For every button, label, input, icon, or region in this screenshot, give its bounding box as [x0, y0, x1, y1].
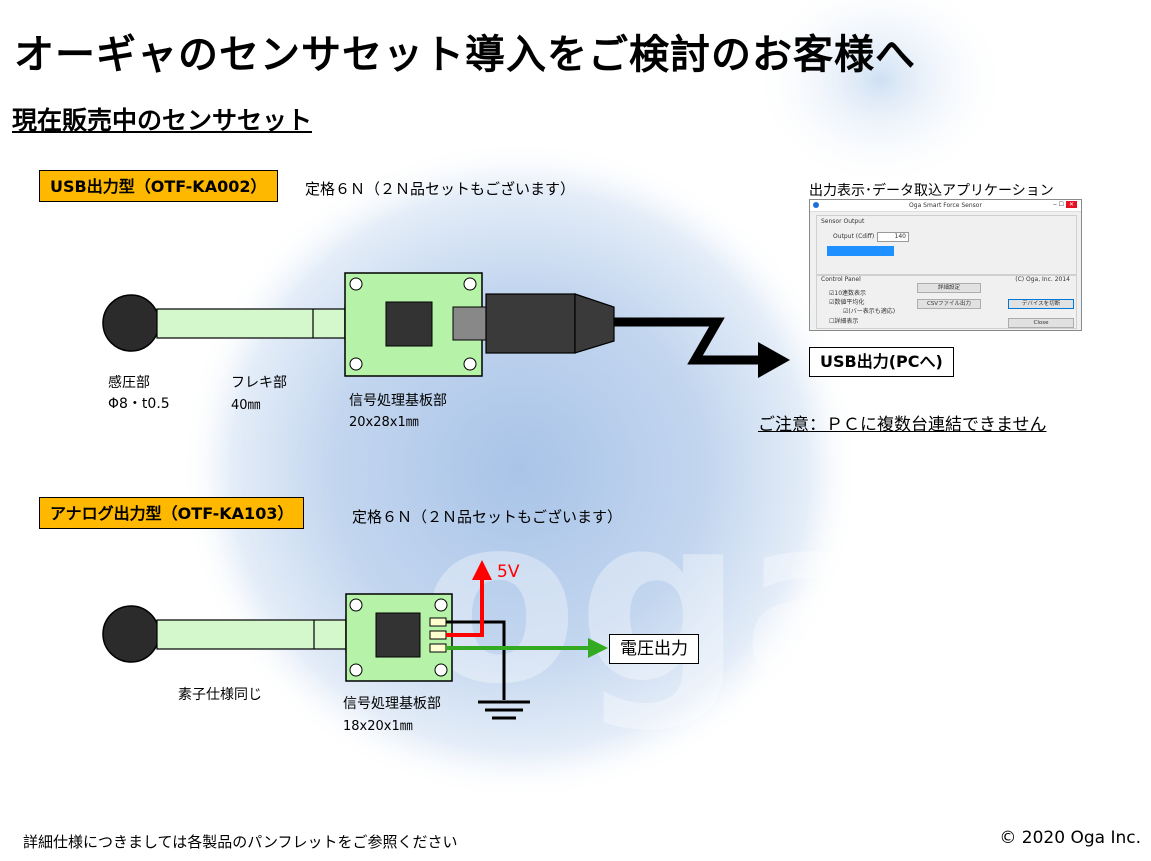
copyright: © 2020 Oga Inc.	[999, 828, 1141, 848]
analog-spec: 定格６Ｎ（２Ｎ品セットもございます）	[352, 508, 623, 526]
control-panel-label: Control Panel	[821, 276, 861, 283]
analog-board-dim: 18x20x1㎜	[343, 719, 413, 734]
page-subtitle: 現在販売中のセンサセット	[12, 106, 313, 135]
analog-pin-1	[429, 617, 447, 627]
disconnect-button[interactable]: デバイスを切断	[1008, 299, 1074, 309]
maximize-icon[interactable]: ☐	[1058, 201, 1066, 208]
usb-cable-arrow	[614, 317, 760, 365]
analog-sensor-label: 素子仕様同じ	[178, 687, 262, 703]
sensor-output-group: Sensor Output Output (Cdiff) 140	[816, 215, 1077, 275]
checkbox-bar[interactable]: ☑(バー表示も適応)	[843, 308, 896, 315]
usb-sensor-dim: Φ8・t0.5	[108, 396, 170, 412]
analog-board-chip	[375, 612, 421, 658]
sensor-output-label: Sensor Output	[821, 218, 865, 225]
page-title: オーギャのセンサセット導入をご検討のお客様へ	[14, 32, 916, 78]
analog-pin-3	[429, 643, 447, 653]
app-titlebar: Oga Smart Force Sensor ‒ ☐ ✕	[810, 200, 1081, 212]
footer-note: 詳細仕様につきましては各製品のパンフレットをご参照ください	[23, 833, 458, 851]
usb-plug-metal	[452, 306, 487, 341]
close-button[interactable]: Close	[1008, 318, 1074, 328]
checkbox-average[interactable]: ☑数値平均化	[829, 299, 865, 306]
usb-flex-dim: 40㎜	[231, 398, 261, 413]
csv-output-button[interactable]: CSVファイル出力	[917, 299, 981, 309]
usb-sensor-label: 感圧部	[108, 375, 150, 391]
checkbox-detail[interactable]: ☐詳細表示	[829, 318, 859, 325]
output-level-bar	[827, 246, 894, 256]
app-title: Oga Smart Force Sensor	[909, 202, 982, 209]
usb-flex-label: フレキ部	[231, 375, 287, 391]
usb-board-chip	[385, 301, 433, 347]
output-value: 140	[877, 232, 909, 242]
usb-plug-body	[485, 293, 576, 354]
output-label: Output (Cdiff)	[833, 233, 875, 240]
usb-output-box: USB出力(PCへ)	[809, 347, 954, 377]
voltage-label: 5V	[497, 562, 520, 582]
app-copyright: (C) Oga, Inc. 2014	[1015, 276, 1070, 283]
usb-sensor-pad	[102, 294, 160, 352]
app-logo-icon	[813, 202, 819, 208]
usb-model-tag: USB出力型（OTF-KA002）	[39, 170, 278, 202]
control-panel-group: Control Panel (C) Oga, Inc. 2014 ☑10連数表示…	[816, 275, 1077, 329]
app-window-controls: ‒ ☐ ✕	[1053, 201, 1077, 208]
voltage-output-box: 電圧出力	[609, 634, 699, 664]
analog-board-label: 信号処理基板部	[343, 696, 441, 712]
ground-wire	[446, 620, 506, 700]
app-caption: 出力表示･データ取込アプリケーション	[809, 183, 1054, 199]
usb-spec: 定格６Ｎ（２Ｎ品セットもございます）	[305, 180, 576, 198]
checkbox-10[interactable]: ☑10連数表示	[829, 290, 867, 297]
watermark-blob-top	[750, 0, 1010, 190]
power-wire	[446, 578, 484, 637]
usb-plug-strain	[574, 293, 615, 354]
app-window: Oga Smart Force Sensor ‒ ☐ ✕ Sensor Outp…	[809, 199, 1082, 331]
watermark-logo: oga	[420, 468, 898, 735]
caution-note: ご注意：ＰＣに複数台連結できません	[758, 415, 1047, 435]
minimize-icon[interactable]: ‒	[1052, 201, 1059, 208]
usb-flex-cable	[156, 308, 346, 339]
analog-sensor-pad	[102, 605, 160, 663]
usb-board-dim: 20x28x1㎜	[349, 415, 419, 430]
usb-board-label: 信号処理基板部	[349, 393, 447, 409]
analog-pin-2	[429, 630, 447, 640]
close-icon[interactable]: ✕	[1065, 201, 1077, 208]
detail-settings-button[interactable]: 詳細設定	[917, 283, 981, 293]
analog-flex-cable	[156, 619, 347, 650]
analog-model-tag: アナログ出力型（OTF-KA103）	[39, 497, 305, 529]
